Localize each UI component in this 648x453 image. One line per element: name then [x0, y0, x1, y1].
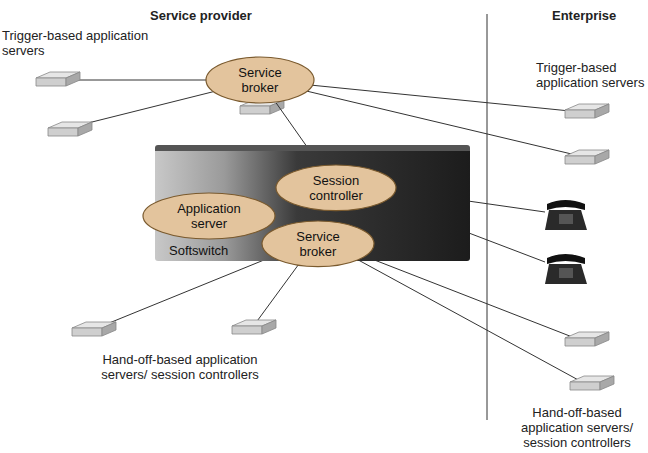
phone-icons	[545, 200, 587, 284]
group-label: Trigger-based application servers	[536, 60, 646, 90]
group-label: Trigger-based application servers	[2, 28, 152, 58]
function-ellipse: Service broker	[205, 56, 315, 104]
link-lines	[55, 80, 582, 382]
region-heading: Service provider	[150, 8, 252, 23]
function-ellipse: Service broker	[261, 220, 375, 268]
function-ellipse: Session controller	[275, 164, 397, 212]
node-label: Service broker	[224, 65, 296, 95]
server-icons	[36, 72, 614, 390]
divider-line	[487, 14, 488, 420]
node-label: Application server	[164, 201, 253, 231]
node-label: Service broker	[281, 229, 356, 259]
function-ellipse: Application server	[142, 192, 276, 240]
group-label: Hand-off-based application servers/ sess…	[100, 352, 260, 382]
region-heading: Enterprise	[552, 8, 616, 23]
box-label: Softswitch	[169, 243, 228, 258]
softswitch-box: Softswitch Session controllerApplication …	[155, 145, 470, 261]
group-label: Hand-off-based application servers/ sess…	[508, 405, 646, 450]
node-label: Session controller	[296, 173, 377, 203]
